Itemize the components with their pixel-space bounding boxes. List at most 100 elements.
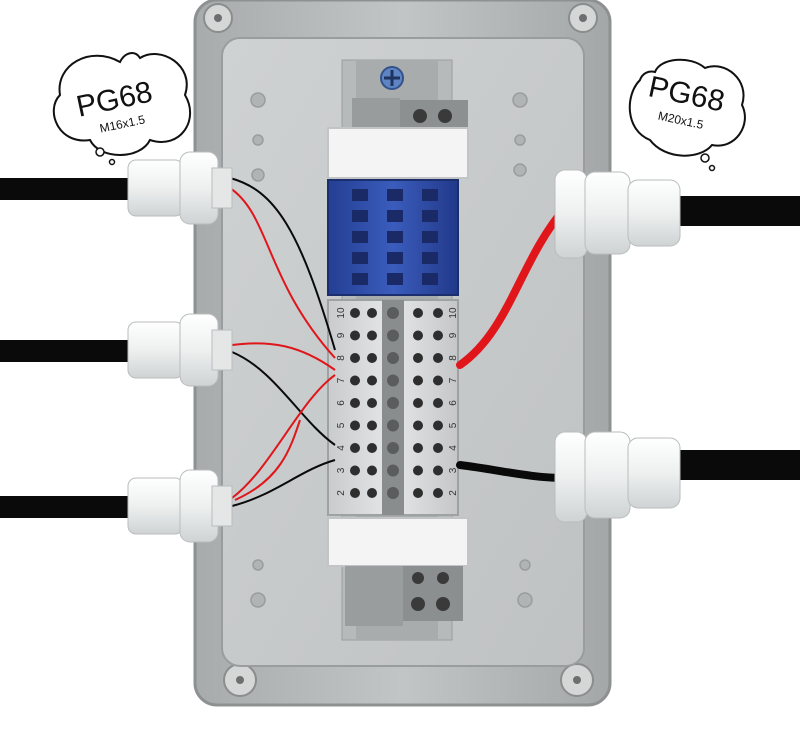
center-screw-icon [387, 329, 399, 342]
thick-black-wire [456, 461, 569, 482]
gland-left-top [127, 151, 233, 225]
center-screw-icon [387, 464, 399, 477]
top-end-stop [327, 98, 469, 179]
blue-terminal-slot [387, 231, 403, 243]
blue-terminal-block [327, 179, 459, 296]
terminal-screw-icon [350, 398, 360, 408]
thick-red-wire [456, 204, 569, 369]
terminal-screw-icon [350, 308, 360, 318]
terminal-screw-icon [413, 420, 423, 431]
terminal-screw-icon [433, 420, 443, 431]
terminal-screw-icon [413, 488, 423, 498]
cable-right-bottom [675, 450, 800, 480]
terminal-screw-icon [413, 443, 423, 453]
right-label-bubble: PG68 M20x1.5 [628, 58, 746, 172]
center-screw-icon [387, 487, 399, 499]
blue-terminal-slot [422, 210, 438, 222]
terminal-screw-icon [367, 398, 377, 408]
center-screw-icon [387, 397, 399, 409]
cables [0, 178, 800, 518]
terminal-screw-icon [433, 398, 443, 408]
terminal-number: 3 [448, 467, 459, 473]
bottom-end-stop [327, 517, 469, 626]
internal-wires [229, 177, 336, 507]
terminal-screw-icon [350, 375, 360, 386]
terminal-screw-icon [433, 488, 443, 498]
gland-left-bottom [127, 469, 233, 543]
blue-terminal-slot [387, 252, 403, 264]
terminal-screw-icon [367, 330, 377, 341]
terminal-screw-icon [367, 375, 377, 386]
left-label-bubble: PG68 M16x1.5 [52, 52, 191, 166]
terminal-screw-icon [367, 465, 377, 476]
blue-terminal-slot [352, 252, 368, 264]
center-screw-icon [387, 352, 399, 364]
terminal-screw-icon [413, 375, 423, 386]
terminal-screw-icon [367, 443, 377, 453]
mounting-holes [250, 92, 533, 608]
blue-terminal-slot [387, 273, 403, 285]
gland-right-bottom [554, 431, 681, 523]
terminal-number: 10 [336, 307, 347, 319]
blue-terminal-slot [422, 273, 438, 285]
terminal-screw-icon [413, 353, 423, 363]
terminal-number: 2 [336, 490, 347, 496]
terminal-screw-icon [367, 488, 377, 498]
terminal-screw-icon [433, 465, 443, 476]
blue-terminal-slot [352, 231, 368, 243]
terminal-screw-icon [350, 443, 360, 453]
gland-right-top [554, 169, 681, 259]
cable-glands [127, 151, 681, 543]
terminal-number: 5 [448, 422, 459, 428]
terminal-screw-icon [433, 353, 443, 363]
terminal-number: 9 [336, 332, 347, 338]
terminal-screw-icon [350, 330, 360, 341]
cable-left-middle [0, 340, 135, 362]
terminal-screw-icon [433, 375, 443, 386]
terminal-screw-icon [413, 398, 423, 408]
terminal-screw-icon [367, 308, 377, 318]
terminal-screw-icon [350, 420, 360, 431]
terminal-screw-icon [413, 308, 423, 318]
terminal-screw-icon [433, 443, 443, 453]
terminal-number: 4 [336, 445, 347, 451]
terminal-number: 9 [448, 332, 459, 338]
gland-left-middle [127, 313, 233, 387]
cable-left-bottom [0, 496, 135, 518]
terminal-screw-icon [433, 330, 443, 341]
center-screw-icon [387, 419, 399, 432]
terminal-screw-icon [413, 465, 423, 476]
terminal-number: 6 [336, 400, 347, 406]
terminal-number: 2 [448, 490, 459, 496]
cable-right-top [675, 196, 800, 226]
cable-left-top [0, 178, 135, 200]
terminal-screw-icon [350, 488, 360, 498]
blue-terminal-slot [352, 189, 368, 201]
terminal-number: 8 [448, 355, 459, 361]
terminal-screw-icon [350, 465, 360, 476]
terminal-number: 6 [448, 400, 459, 406]
center-screw-icon [387, 374, 399, 387]
terminal-number: 7 [336, 377, 347, 383]
blue-terminal-slot [387, 210, 403, 222]
terminal-screw-icon [413, 330, 423, 341]
center-screw-icon [387, 442, 399, 454]
blue-terminal-slot [352, 273, 368, 285]
terminal-number: 10 [448, 307, 459, 319]
blue-terminal-slot [352, 210, 368, 222]
center-screw-icon [387, 307, 399, 319]
terminal-number: 4 [448, 445, 459, 451]
blue-terminal-slot [422, 189, 438, 201]
terminal-screw-icon [367, 353, 377, 363]
blue-terminal-slot [387, 189, 403, 201]
terminal-screw-icon [350, 353, 360, 363]
blue-terminal-slot [422, 231, 438, 243]
terminal-number: 7 [448, 377, 459, 383]
terminal-number: 8 [336, 355, 347, 361]
terminal-screw-icon [433, 308, 443, 318]
terminal-number: 3 [336, 467, 347, 473]
blue-terminal-slot [422, 252, 438, 264]
terminal-screw-icon [367, 420, 377, 431]
